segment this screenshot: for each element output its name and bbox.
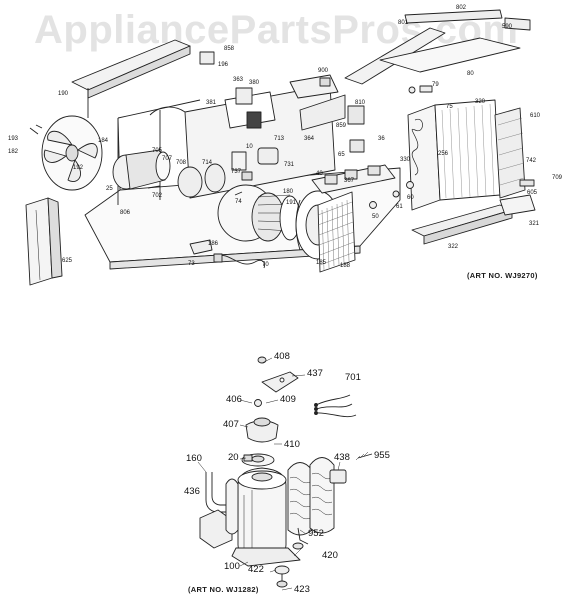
callout-184: 184 xyxy=(98,138,109,144)
capacitor-part xyxy=(231,147,279,181)
callout-423: 423 xyxy=(294,584,310,595)
callout-952: 952 xyxy=(308,528,324,539)
callout-742: 742 xyxy=(526,158,537,164)
fan-motor-part xyxy=(112,149,226,198)
callout-321: 321 xyxy=(529,221,540,227)
callout-801: 801 xyxy=(398,20,409,26)
callout-100: 100 xyxy=(224,561,240,572)
callout-436: 436 xyxy=(184,486,200,497)
callout-75: 75 xyxy=(446,104,453,110)
relay-part xyxy=(329,451,373,484)
fitting-part xyxy=(243,454,253,462)
callout-438: 438 xyxy=(334,452,350,463)
callout-625: 625 xyxy=(62,258,73,264)
callout-858: 858 xyxy=(224,46,235,52)
callout-731: 731 xyxy=(284,162,295,168)
callout-74: 74 xyxy=(235,199,242,205)
blower-wheel-part xyxy=(217,184,301,242)
callout-20: 20 xyxy=(228,452,239,463)
callout-36: 36 xyxy=(378,136,385,142)
callout-590: 590 xyxy=(502,24,513,30)
condenser-coil-part xyxy=(407,99,526,211)
callout-50: 50 xyxy=(372,214,379,220)
callout-180: 180 xyxy=(283,189,294,195)
callout-802: 802 xyxy=(456,5,467,11)
callout-364: 364 xyxy=(304,136,315,142)
control-box-part xyxy=(311,105,396,194)
callout-25: 25 xyxy=(106,186,113,192)
callout-701: 701 xyxy=(345,372,361,383)
callout-409: 409 xyxy=(280,394,296,405)
callout-381: 381 xyxy=(206,100,217,106)
bottom-rail-part xyxy=(411,179,536,245)
wire-harness-part xyxy=(314,394,357,418)
callout-714: 714 xyxy=(202,160,213,166)
compressor-part xyxy=(231,467,301,567)
callout-193: 193 xyxy=(8,136,19,142)
upper-art-number: (ART NO. WJ9270) xyxy=(467,271,538,280)
callout-810: 810 xyxy=(355,100,366,106)
callout-707: 707 xyxy=(162,156,173,162)
callout-380: 380 xyxy=(249,80,260,86)
callout-709: 709 xyxy=(552,175,563,181)
callout-437: 437 xyxy=(307,368,323,379)
callout-79: 79 xyxy=(432,82,439,88)
control-bracket-part xyxy=(344,9,531,85)
callout-186: 186 xyxy=(208,241,219,247)
callout-367: 367 xyxy=(344,178,355,184)
callout-322: 322 xyxy=(448,244,459,250)
callout-40: 40 xyxy=(316,171,323,177)
suction-tube-part xyxy=(199,472,239,549)
callout-410: 410 xyxy=(284,439,300,450)
callout-182: 182 xyxy=(8,149,19,155)
callout-420: 420 xyxy=(322,550,338,561)
leader-lines xyxy=(197,357,341,591)
top-rail-part xyxy=(71,39,191,118)
muffler-coil-part xyxy=(287,457,335,545)
callout-737: 737 xyxy=(231,169,242,175)
callout-859: 859 xyxy=(336,123,347,129)
callout-256: 256 xyxy=(438,151,449,157)
callout-188: 188 xyxy=(340,263,351,269)
callout-422: 422 xyxy=(248,564,264,575)
condenser-fan-blade xyxy=(41,115,103,191)
callout-80: 80 xyxy=(467,71,474,77)
callout-73: 73 xyxy=(188,261,195,267)
callout-60: 60 xyxy=(407,195,414,201)
callout-192: 192 xyxy=(73,165,84,171)
callout-702: 702 xyxy=(152,193,163,199)
callout-70: 70 xyxy=(262,262,269,268)
callout-406: 406 xyxy=(226,394,242,405)
callout-806: 806 xyxy=(120,210,131,216)
callout-330: 330 xyxy=(400,157,411,163)
callout-610: 610 xyxy=(530,113,541,119)
callout-705: 705 xyxy=(152,148,163,154)
hardware-parts xyxy=(29,51,433,269)
callout-407: 407 xyxy=(223,419,239,430)
lower-art-number: (ART NO. WJ1282) xyxy=(188,585,259,594)
callout-408: 408 xyxy=(274,351,290,362)
callout-605: 605 xyxy=(527,190,538,196)
overload-clip-part xyxy=(257,356,299,393)
filter-grille-part xyxy=(317,191,356,273)
callout-955: 955 xyxy=(374,450,390,461)
callout-191: 191 xyxy=(286,200,297,206)
callout-196: 196 xyxy=(218,62,229,68)
callout-10: 10 xyxy=(246,144,253,150)
callout-65: 65 xyxy=(338,152,345,158)
callout-320: 320 xyxy=(475,99,486,105)
callout-708: 708 xyxy=(176,160,187,166)
callout-900: 900 xyxy=(318,68,329,74)
callout-61: 61 xyxy=(396,204,403,210)
callout-190: 190 xyxy=(58,91,69,97)
callout-185: 185 xyxy=(316,260,327,266)
callout-713: 713 xyxy=(274,136,285,142)
callout-363: 363 xyxy=(233,77,244,83)
side-panel-part xyxy=(25,197,63,286)
callout-160: 160 xyxy=(186,453,202,464)
mounting-grommets-part xyxy=(274,542,304,588)
